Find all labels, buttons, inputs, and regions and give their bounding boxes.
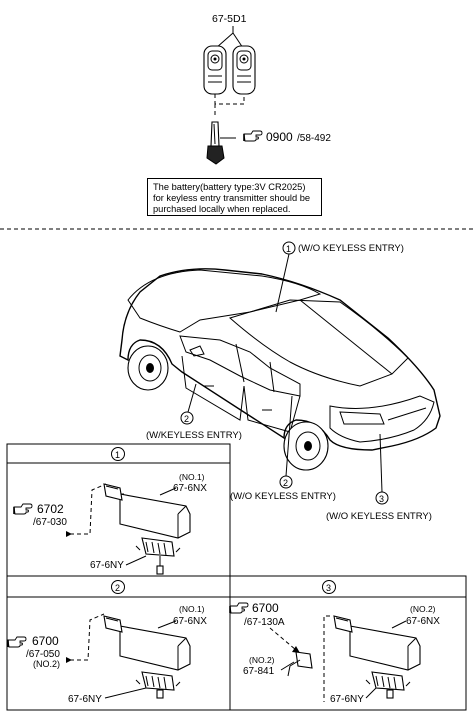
svg-text:1: 1 bbox=[286, 244, 291, 254]
detail-3-ref-suffix: /67-130A bbox=[244, 617, 285, 628]
detail-1-antenna-part: 67-6NX bbox=[173, 483, 207, 494]
key-fob-group: 67-5D1 bbox=[203, 13, 256, 118]
pointing-hand-icon bbox=[229, 602, 249, 614]
key-blade-ref: 0900 /58-492 bbox=[243, 130, 331, 144]
keyless-antenna-1 bbox=[103, 483, 191, 539]
car-illustration bbox=[119, 268, 441, 471]
callout-3-label: (W/O KEYLESS ENTRY) bbox=[326, 511, 432, 522]
detail-3-plug-note: (NO.2) bbox=[249, 655, 275, 665]
callout-2-keyless-label: (W/KEYLESS ENTRY) bbox=[146, 430, 242, 441]
svg-text:2: 2 bbox=[283, 478, 288, 488]
detail-1-part-note: (NO.1) bbox=[179, 472, 205, 482]
antenna-bracket-1 bbox=[135, 537, 181, 575]
detail-2-antenna-part: 67-6NX bbox=[173, 616, 207, 627]
battery-note: The battery(battery type:3V CR2025) for … bbox=[147, 178, 322, 216]
battery-note-line-3: purchased locally when replaced. bbox=[153, 204, 291, 214]
callout-3: 3 (W/O KEYLESS ENTRY) bbox=[326, 433, 432, 522]
keyless-antenna-2 bbox=[103, 615, 191, 671]
detail-3-part-note: (NO.2) bbox=[410, 604, 436, 614]
callout-2-no-keyless-label: (W/O KEYLESS ENTRY) bbox=[230, 491, 336, 502]
detail-3-plug-part: 67-841 bbox=[243, 666, 275, 677]
detail-1-bracket-part: 67-6NY bbox=[90, 560, 124, 571]
key-blade bbox=[206, 121, 236, 165]
antenna-bracket-3 bbox=[365, 671, 411, 699]
detail-1-header: 1 bbox=[115, 450, 120, 460]
connector-plug bbox=[287, 651, 313, 677]
detail-2-header: 2 bbox=[115, 583, 120, 593]
detail-1-ref-number: 6702 bbox=[37, 502, 64, 516]
detail-2-ref-note: (NO.2) bbox=[33, 659, 60, 669]
detail-box-2: 2 6700 /67-050 (NO.2) (NO.1) 67-6NX 67-6… bbox=[6, 575, 231, 711]
key-blade-ref-number: 0900 bbox=[266, 130, 293, 144]
detail-box-3: 3 6700 /67-130A (NO.2) 67-841 (NO.2) 67-… bbox=[229, 575, 467, 711]
svg-text:3: 3 bbox=[379, 494, 384, 504]
detail-3-ref-number: 6700 bbox=[252, 601, 279, 615]
antenna-bracket-2 bbox=[135, 671, 181, 699]
callout-1-label: (W/O KEYLESS ENTRY) bbox=[298, 243, 404, 254]
battery-note-line-1: The battery(battery type:3V CR2025) bbox=[153, 182, 306, 192]
detail-2-ref-number: 6700 bbox=[32, 634, 59, 648]
detail-2-ref-suffix: /67-050 bbox=[26, 649, 60, 660]
svg-text:2: 2 bbox=[184, 414, 189, 424]
detail-3-antenna-part: 67-6NX bbox=[406, 616, 440, 627]
callout-2-keyless: 2 (W/KEYLESS ENTRY) bbox=[146, 383, 242, 441]
detail-2-bracket-part: 67-6NY bbox=[68, 694, 102, 705]
pointing-hand-icon bbox=[243, 130, 263, 142]
callout-1: 1 (W/O KEYLESS ENTRY) bbox=[275, 241, 404, 313]
callout-2-no-keyless: 2 (W/O KEYLESS ENTRY) bbox=[230, 395, 336, 502]
detail-1-ref-suffix: /67-030 bbox=[33, 517, 67, 528]
pointing-hand-icon bbox=[7, 636, 27, 648]
pointing-hand-icon bbox=[13, 503, 33, 515]
keyless-antenna-3 bbox=[333, 615, 421, 671]
detail-3-header: 3 bbox=[326, 583, 331, 593]
battery-note-line-2: for keyless entry transmitter should be bbox=[153, 193, 311, 203]
key-fob-right bbox=[232, 45, 256, 95]
key-blade-ref-suffix: /58-492 bbox=[297, 133, 331, 144]
detail-box-1: 1 6702 /67-030 (NO.1) 67-6NX 67-6NY bbox=[6, 443, 231, 577]
key-fob-left bbox=[203, 45, 227, 95]
detail-2-part-note: (NO.1) bbox=[179, 604, 205, 614]
key-fob-part-number: 67-5D1 bbox=[212, 13, 247, 25]
detail-3-bracket-part: 67-6NY bbox=[330, 694, 364, 705]
